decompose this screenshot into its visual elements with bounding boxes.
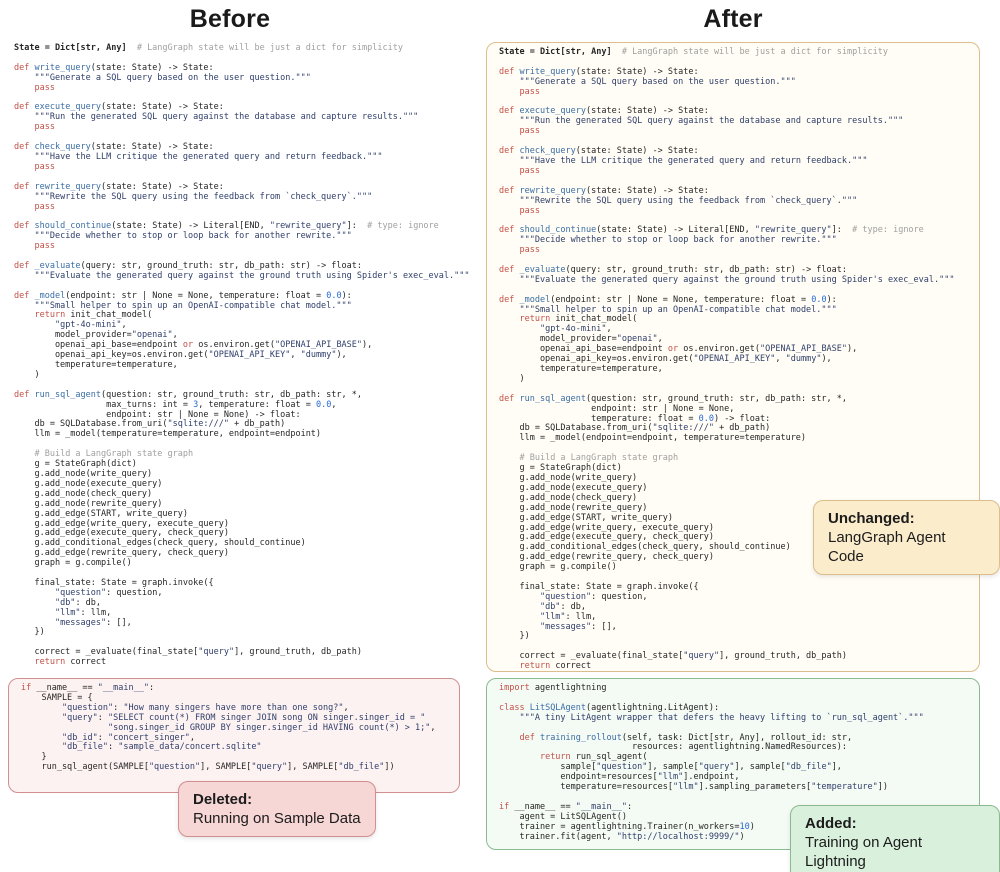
added-callout-subtitle: Training on Agent Lightning <box>805 834 923 870</box>
before-title: Before <box>189 5 271 33</box>
after-title: After <box>703 5 763 33</box>
deleted-code-block: if __name__ == "__main__": SAMPLE = { "q… <box>21 683 436 773</box>
added-code-box: import agentlightning class LitSQLAgent(… <box>486 678 980 850</box>
unchanged-callout: Unchanged: LangGraph Agent Code <box>813 500 1000 575</box>
unchanged-callout-subtitle: LangGraph Agent Code <box>828 529 946 565</box>
before-code-block: State = Dict[str, Any] # LangGraph state… <box>14 43 470 668</box>
unchanged-callout-title: Unchanged: <box>828 510 915 527</box>
added-code-block: import agentlightning class LitSQLAgent(… <box>499 683 924 842</box>
added-callout-title: Added: <box>805 815 857 832</box>
deleted-callout-subtitle: Running on Sample Data <box>193 810 361 827</box>
deleted-code-box: if __name__ == "__main__": SAMPLE = { "q… <box>8 678 460 793</box>
added-callout: Added: Training on Agent Lightning <box>790 805 1000 872</box>
deleted-callout-title: Deleted: <box>193 791 253 808</box>
deleted-callout: Deleted: Running on Sample Data <box>178 781 376 837</box>
unchanged-code-box: State = Dict[str, Any] # LangGraph state… <box>486 42 980 672</box>
unchanged-code-block: State = Dict[str, Any] # LangGraph state… <box>499 47 955 672</box>
